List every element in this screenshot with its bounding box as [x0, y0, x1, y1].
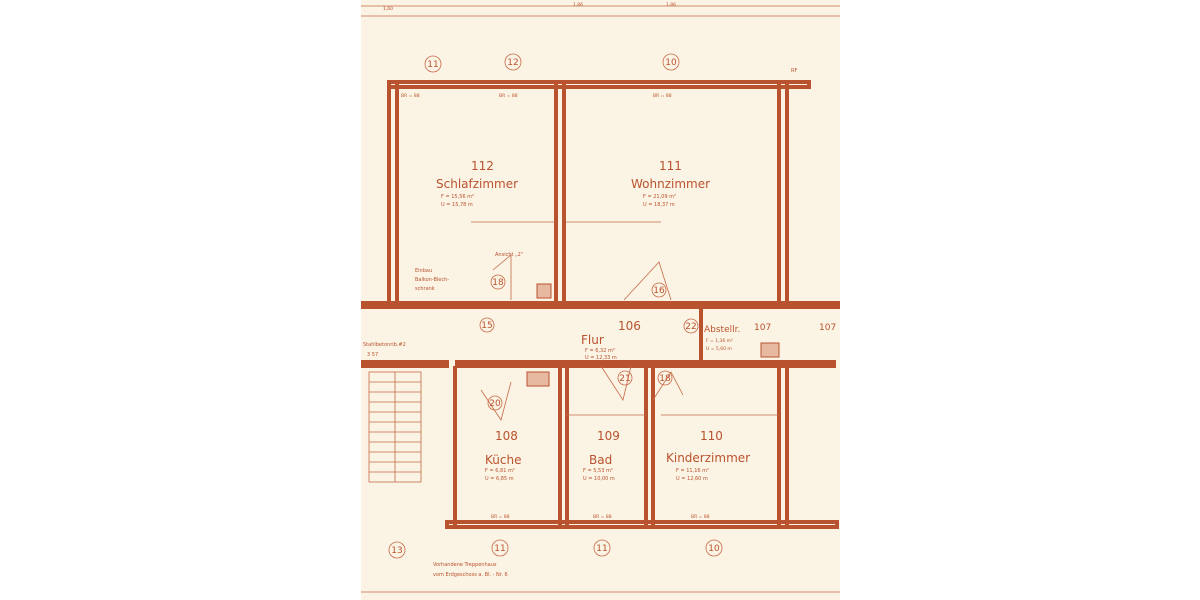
room-perimeter: U = 18,37 m	[643, 202, 675, 208]
room-perimeter: U = 12,60 m	[676, 476, 708, 482]
treppe-note: Vorhandene Treppenhaus	[433, 562, 497, 568]
room-perimeter: U = 10,00 m	[583, 476, 615, 482]
svg-text:11: 11	[596, 544, 607, 554]
room-perimeter: U = 15,78 m	[441, 202, 473, 208]
br-label: BR = 88	[593, 514, 612, 520]
door-tag: 21	[617, 370, 633, 386]
door-tag: 15	[479, 317, 495, 333]
room-number: 109	[597, 429, 620, 443]
door-tag: 22	[683, 318, 699, 334]
dim-label: 1,86	[666, 2, 676, 8]
room-name: Wohnzimmer	[631, 177, 710, 191]
einbau-label: Einbau	[415, 268, 432, 274]
svg-text:10: 10	[708, 544, 720, 554]
dim-label: 1,60	[383, 6, 393, 12]
svg-text:18: 18	[492, 278, 504, 288]
room-number: 110	[700, 429, 723, 443]
br-label: BR = 88	[401, 93, 420, 99]
room-perimeter: U = 6,85 m	[485, 476, 514, 482]
svg-text:21: 21	[619, 374, 630, 384]
grid-marker: 13	[388, 541, 406, 559]
room-area: F = 21,09 m²	[643, 194, 676, 200]
room-area: F = 15,56 m²	[441, 194, 474, 200]
stahl-label: 3 57	[367, 352, 378, 358]
dim-label: 1,86	[573, 2, 583, 8]
rf-label: RF	[791, 68, 797, 74]
room-name: Bad	[589, 453, 612, 467]
room-name: Kinderzimmer	[666, 451, 750, 465]
room-perimeter: U = 5,60 m	[706, 346, 732, 352]
room-name: Schlafzimmer	[436, 177, 518, 191]
door-swing	[652, 371, 684, 401]
room-area: F = 11,16 m²	[676, 468, 709, 474]
einbau-label: Balkon-Blech-	[415, 277, 449, 283]
room-name: Küche	[485, 453, 521, 467]
door-swing	[600, 365, 632, 402]
door-swing	[480, 381, 512, 421]
door-tag: 20	[487, 395, 503, 411]
svg-text:20: 20	[489, 399, 501, 409]
br-label: BR = 88	[653, 93, 672, 99]
br-label: BR = 88	[499, 93, 518, 99]
room-number: 108	[495, 429, 518, 443]
svg-text:15: 15	[481, 321, 492, 331]
svg-text:13: 13	[391, 546, 402, 556]
grid-marker: 12	[504, 53, 522, 71]
room-name: Abstellr.	[704, 325, 740, 335]
chimney-block	[526, 371, 550, 387]
grid-marker: 11	[424, 55, 442, 73]
chimney-block	[536, 283, 552, 299]
staircase	[368, 371, 422, 483]
stahl-label: Stahlbetonrib.#2	[363, 342, 406, 348]
room-number: 107	[819, 323, 836, 333]
grid-marker: 10	[705, 539, 723, 557]
br-label: BR = 88	[691, 514, 710, 520]
room-number: 106	[618, 319, 641, 333]
door-swing	[492, 254, 512, 300]
room-area: F = 5,53 m²	[583, 468, 613, 474]
door-tag: 18	[490, 274, 506, 290]
room-area: F = 6,32 m²	[585, 348, 615, 354]
room-number: 107	[754, 323, 771, 333]
floor-plan-drawing: 1,60 1,86 1,86	[361, 2, 840, 593]
einbau-label: schrank	[415, 286, 435, 292]
chimney-block	[760, 342, 780, 358]
door-swing	[623, 261, 672, 301]
grid-marker: 11	[491, 539, 509, 557]
room-number: 111	[659, 159, 682, 173]
door-tag: 18	[657, 370, 673, 386]
br-label: BR = 88	[491, 514, 510, 520]
svg-text:16: 16	[653, 286, 665, 296]
room-name: Flur	[581, 333, 604, 347]
svg-text:11: 11	[427, 60, 438, 70]
room-number: 112	[471, 159, 494, 173]
floor-plan: 1,60 1,86 1,86	[361, 0, 840, 600]
svg-text:12: 12	[507, 58, 518, 68]
svg-text:11: 11	[494, 544, 505, 554]
room-area: F = 1,36 m²	[706, 338, 733, 344]
svg-text:18: 18	[659, 374, 671, 384]
door-tag: 16	[651, 282, 667, 298]
ansicht-label: Ansicht „2“	[495, 252, 524, 258]
grid-marker: 10	[662, 53, 680, 71]
svg-text:10: 10	[665, 58, 677, 68]
room-area: F = 6,81 m²	[485, 468, 515, 474]
grid-marker: 11	[593, 539, 611, 557]
room-perimeter: U = 12,33 m	[585, 355, 617, 361]
treppe-note: vom Erdgeschoss a. Bl. - Nr. 6	[433, 572, 508, 578]
svg-text:22: 22	[685, 322, 696, 332]
